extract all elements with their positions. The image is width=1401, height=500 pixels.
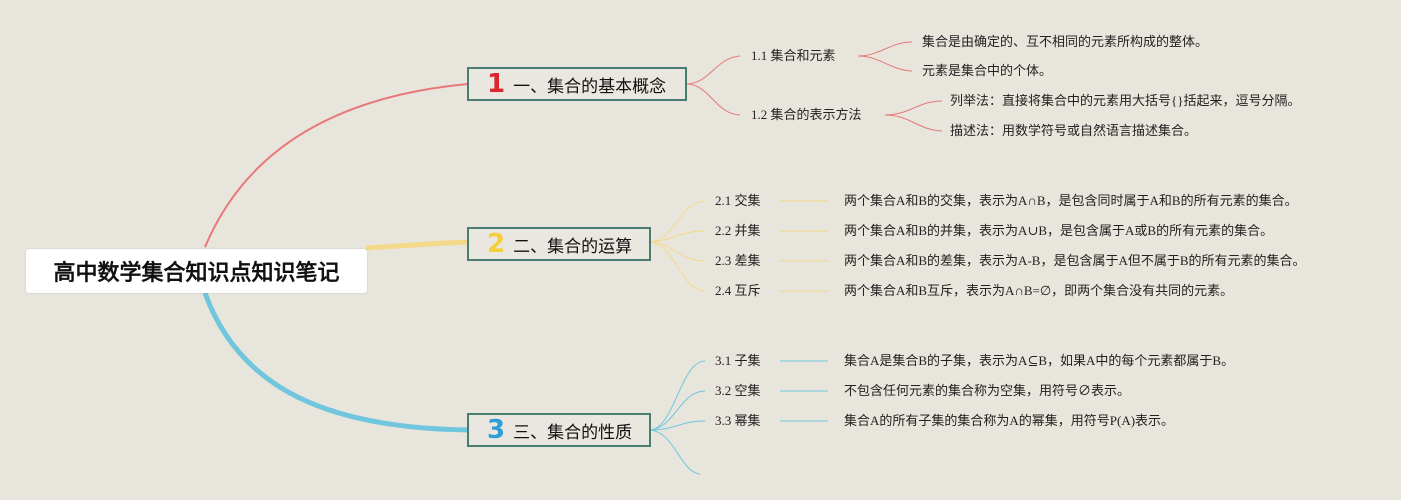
leaf-2-4[interactable]: 两个集合A和B互斥，表示为A∩B=∅，即两个集合没有共同的元素。 <box>844 283 1234 298</box>
sub-3-1[interactable]: 3.1 子集 <box>715 353 761 368</box>
edge-b3-sub1 <box>649 360 706 431</box>
branch-2-node[interactable]: 2 二、集合的运算 <box>467 227 651 261</box>
sub-3-3[interactable]: 3.3 幂集 <box>715 413 761 428</box>
sub-2-2[interactable]: 2.2 并集 <box>715 223 761 238</box>
edge-root-branch-3 <box>202 292 469 433</box>
sub-2-1[interactable]: 2.1 交集 <box>715 193 761 208</box>
edge-b2-sub4 <box>649 241 706 292</box>
edge-sub2-leaf2 <box>884 114 943 132</box>
leaf-3-3[interactable]: 集合A的所有子集的集合称为A的幂集，用符号P(A)表示。 <box>844 413 1175 428</box>
leaf-3-1[interactable]: 集合A是集合B的子集，表示为A⊆B，如果A中的每个元素都属于B。 <box>844 353 1235 368</box>
edge-b1-sub1 <box>685 55 741 85</box>
sub-2-3[interactable]: 2.3 差集 <box>715 253 761 268</box>
sub-1-2[interactable]: 1.2 集合的表示方法 <box>751 107 862 122</box>
sub-1-1[interactable]: 1.1 集合和元素 <box>751 48 836 63</box>
leaf-1-2-1[interactable]: 列举法：直接将集合中的元素用大括号{}括起来，逗号分隔。 <box>950 93 1301 108</box>
edge-b2-sub2 <box>649 230 706 243</box>
edge-sub1-leaf1 <box>857 41 913 57</box>
branch-1-node[interactable]: 1 一、集合的基本概念 <box>467 67 687 101</box>
leaf-2-1[interactable]: 两个集合A和B的交集，表示为A∩B，是包含同时属于A和B的所有元素的集合。 <box>844 193 1298 208</box>
edge-root-branch-1 <box>204 83 469 248</box>
sub-3-2[interactable]: 3.2 空集 <box>715 383 761 398</box>
edge-b3-extra <box>649 429 701 475</box>
leaf-1-1-1[interactable]: 集合是由确定的、互不相同的元素所构成的整体。 <box>922 34 1209 49</box>
number-2-icon: 2 <box>487 229 506 259</box>
edge-sub2-leaf1 <box>884 100 943 116</box>
edge-root-branch-2 <box>365 239 469 251</box>
number-1-icon: 1 <box>487 69 506 99</box>
root-title[interactable]: 高中数学集合知识点知识笔记 <box>26 249 367 293</box>
sub-2-4[interactable]: 2.4 互斥 <box>715 283 761 298</box>
edge-b2-sub1 <box>649 200 706 243</box>
leaf-3-2[interactable]: 不包含任何元素的集合称为空集，用符号∅表示。 <box>844 383 1131 398</box>
leaf-1-1-2[interactable]: 元素是集合中的个体。 <box>922 63 1053 78</box>
branch-3-label: 三、集合的性质 <box>513 422 633 443</box>
branch-2-label: 二、集合的运算 <box>513 236 633 257</box>
branch-1-label: 一、集合的基本概念 <box>513 76 667 97</box>
leaf-1-2-2[interactable]: 描述法：用数学符号或自然语言描述集合。 <box>950 123 1198 138</box>
edge-sub1-leaf2 <box>857 55 913 72</box>
edge-b3-sub2 <box>649 390 706 431</box>
leaf-2-2[interactable]: 两个集合A和B的并集，表示为A∪B，是包含属于A或B的所有元素的集合。 <box>844 223 1274 238</box>
leaf-2-3[interactable]: 两个集合A和B的差集，表示为A-B，是包含属于A但不属于B的所有元素的集合。 <box>844 253 1306 268</box>
number-3-icon: 3 <box>487 415 506 445</box>
edge-b1-sub2 <box>685 83 741 116</box>
edge-b2-sub3 <box>649 241 706 262</box>
edge-b3-sub3 <box>649 420 706 431</box>
branch-3-node[interactable]: 3 三、集合的性质 <box>467 413 651 447</box>
